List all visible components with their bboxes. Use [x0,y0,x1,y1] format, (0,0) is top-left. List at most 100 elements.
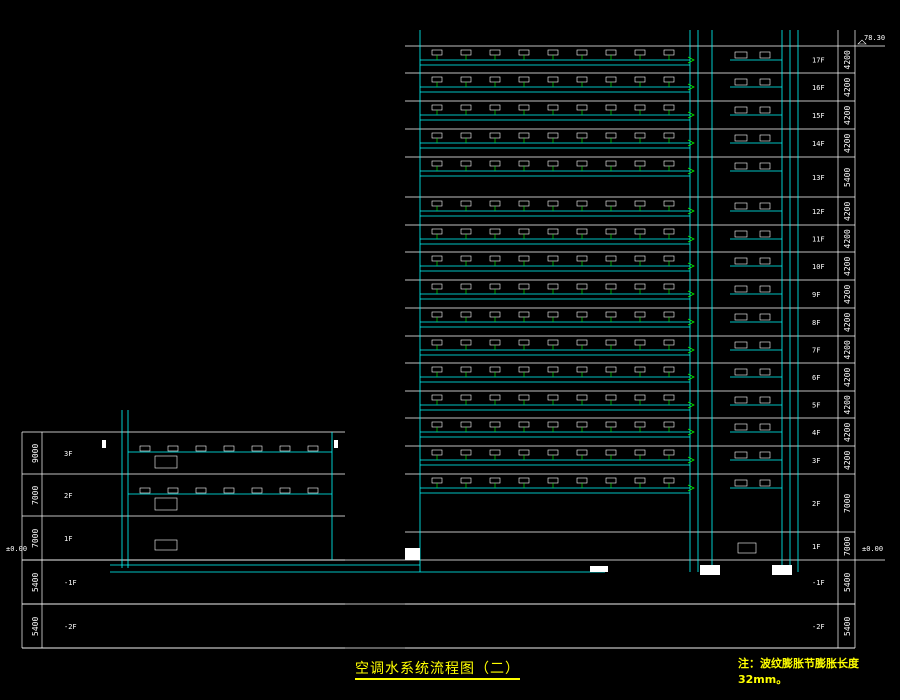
fan-coil-unit [576,76,588,83]
valve-icon [687,401,695,409]
valve-icon [687,373,695,381]
fan-coil-unit [489,49,501,56]
annotations: 78.30±0.00±0.00 [6,34,885,553]
podium-floor-dim: 9000 [31,444,40,463]
fan-coil-unit [759,423,771,431]
fan-coil-unit [605,200,617,207]
tower-floor-dim: 4200 [843,78,852,97]
fan-coil-unit [759,313,771,321]
fan-coil-unit [663,160,675,167]
fan-coil-unit [547,366,559,373]
fan-coil-unit [518,366,530,373]
title-underline [355,678,520,680]
equipment-block [590,566,608,572]
fan-coil-unit [605,255,617,262]
elevation-zero-right: ±0.00 [862,545,883,553]
fan-coil-unit [576,311,588,318]
fan-coil-unit [734,51,748,59]
fan-coil-unit [547,311,559,318]
tower-floor-dim: 4200 [843,229,852,248]
fan-coil-unit [489,132,501,139]
fan-coil-unit [576,394,588,401]
fan-coil-unit [734,341,748,349]
fan-coil-unit [431,449,443,456]
fan-coil-unit [734,257,748,265]
podium-floor-label: -1F [64,579,77,587]
elevation-top: 78.30 [864,34,885,42]
fan-coil-unit [518,132,530,139]
fan-coil-unit [663,255,675,262]
valve-icon [687,111,695,119]
drawing-title: 空调水系统流程图（二） [355,661,520,677]
valve-icon [687,207,695,215]
fan-coil-unit [195,487,207,494]
fan-coil-unit [518,477,530,484]
fan-coil-unit [431,228,443,235]
fan-coil-unit [576,160,588,167]
fan-coil-unit [734,162,748,170]
tower-floor-label: 3F [812,457,820,465]
air-handler-unit [737,542,757,554]
fan-coil-unit [489,394,501,401]
fan-coil-unit [605,132,617,139]
fan-coil-unit [489,339,501,346]
fan-coil-unit [547,477,559,484]
tower-floor-dim: 4200 [843,134,852,153]
expansion-note: 注：波纹膨胀节膨胀长度32mm。 [738,657,859,686]
fan-coil-unit [489,255,501,262]
fan-coil-unit [518,200,530,207]
air-handler-unit [154,497,178,511]
fan-coil-unit [759,106,771,114]
fan-coil-unit [547,49,559,56]
fan-coil-unit [576,104,588,111]
fan-coil-unit [663,228,675,235]
fan-coil-unit [431,366,443,373]
fan-coil-unit [489,76,501,83]
fan-coil-unit [460,311,472,318]
fan-coil-unit [634,132,646,139]
tower-floor-dim: 7000 [843,494,852,513]
fan-coil-unit [634,76,646,83]
equipment-block [772,565,792,575]
tower-floor-label: 10F [812,263,825,271]
fan-coil-unit [734,134,748,142]
podium-floor-dim: 7000 [31,486,40,505]
fan-coil-unit [634,283,646,290]
fan-coil-unit [634,160,646,167]
tower-floor-label: 2F [812,500,820,508]
tower-floor-label: 16F [812,84,825,92]
fan-coil-unit [460,449,472,456]
fan-coil-unit [460,394,472,401]
tower-floor-dim: 4200 [843,395,852,414]
fan-coil-unit [547,228,559,235]
fan-coil-unit [518,394,530,401]
fan-coil-unit [547,339,559,346]
tower-floor-dim: 4200 [843,451,852,470]
fan-coil-unit [663,76,675,83]
fan-coil-unit [547,421,559,428]
fan-coil-unit [605,104,617,111]
valve-icon [687,456,695,464]
fan-coil-unit [460,160,472,167]
valve-icon [687,262,695,270]
fan-coil-unit [759,451,771,459]
tower-floor-dim: 4200 [843,340,852,359]
tower-floor-label: 15F [812,112,825,120]
fan-coil-unit [460,49,472,56]
tower-floor-label: -1F [812,579,825,587]
fan-coil-unit [489,449,501,456]
dimension-labels: 4200420042004200540042004200420042004200… [31,50,852,636]
fan-coil-unit [251,487,263,494]
fan-coil-unit [759,51,771,59]
fan-coil-unit [734,202,748,210]
fan-coil-unit [634,49,646,56]
fan-coil-unit [663,421,675,428]
fan-coil-unit [605,76,617,83]
fan-coil-unit [663,477,675,484]
valve-icon [687,484,695,492]
pipe-network [110,30,799,573]
fan-coil-unit [634,339,646,346]
fan-coil-unit [576,132,588,139]
fan-coil-unit [547,104,559,111]
fan-coil-unit [460,76,472,83]
